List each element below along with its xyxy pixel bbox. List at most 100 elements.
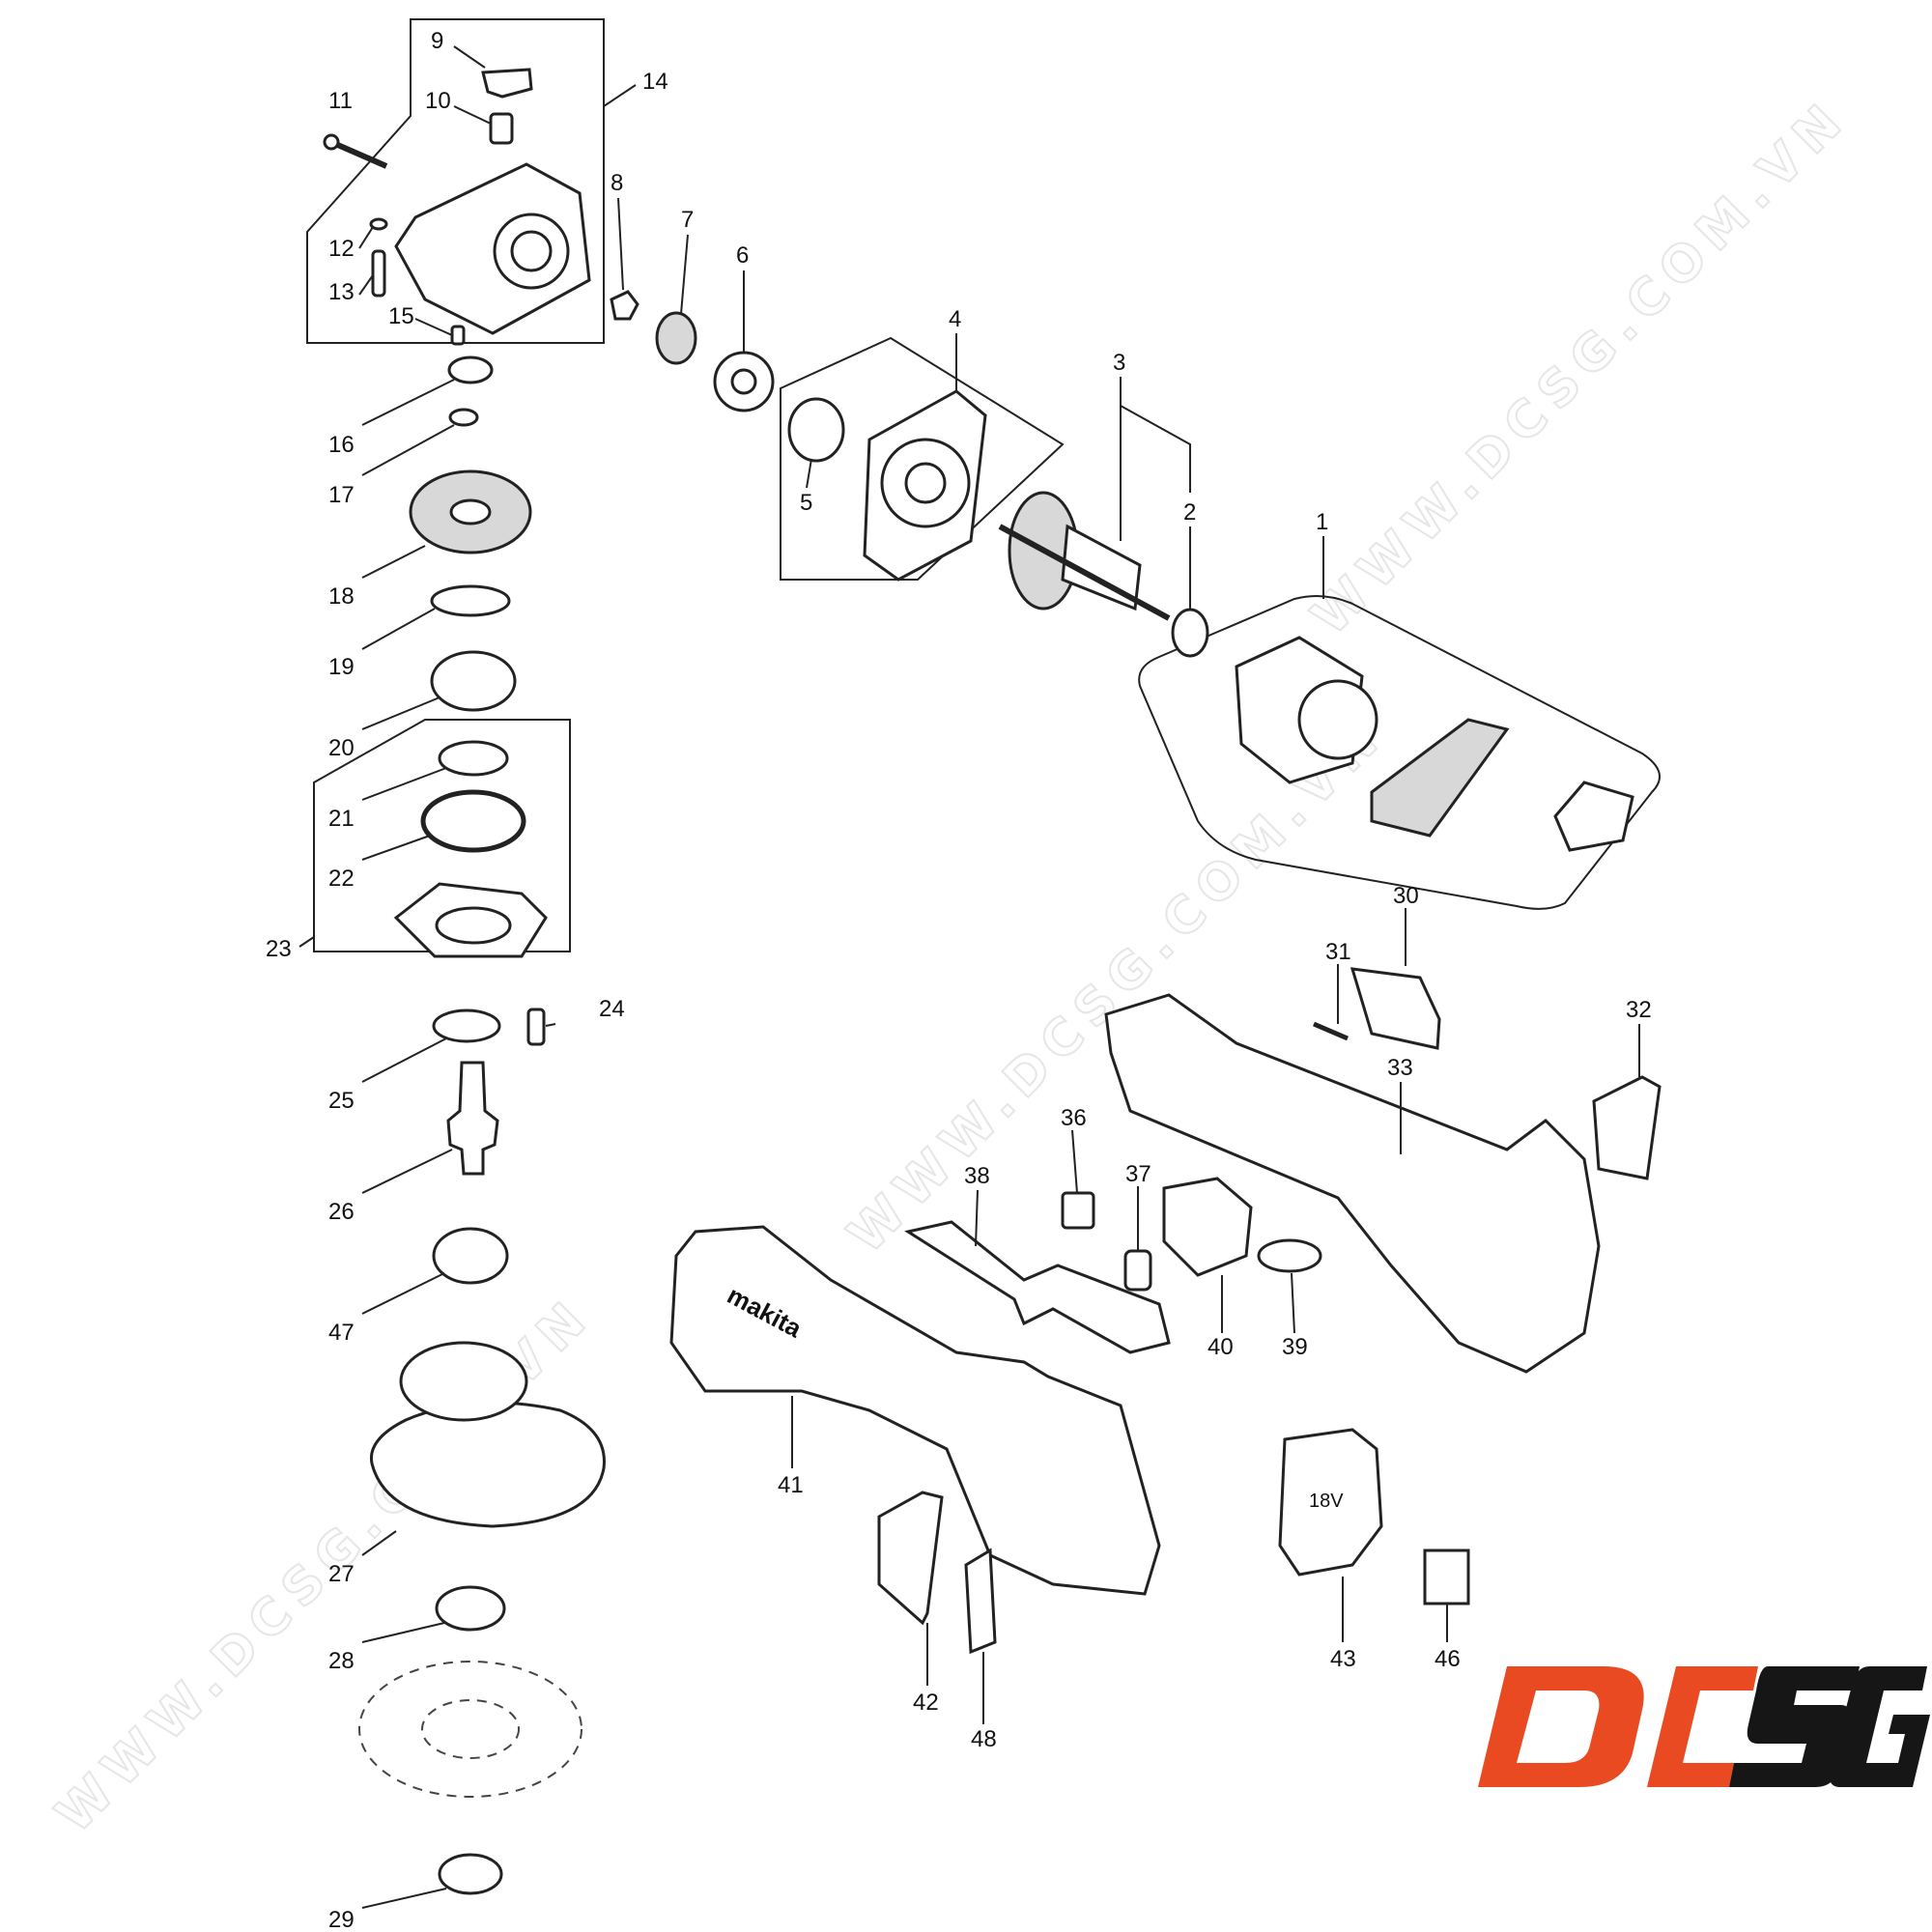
- leader: [361, 767, 447, 801]
- logo-letter-g: [1829, 1666, 1930, 1787]
- cover-30-part: [1350, 967, 1441, 1050]
- leader-lines: [298, 45, 1640, 1909]
- watermark-text: WWW.DCSG.COM.VN: [1301, 88, 1860, 646]
- callout-24: 24: [599, 996, 625, 1022]
- callout-30: 30: [1393, 883, 1419, 909]
- callout-4: 4: [949, 306, 961, 332]
- leader: [361, 1037, 447, 1083]
- stator-ring-part: [1297, 679, 1378, 760]
- callout-22: 22: [328, 866, 355, 892]
- spring-37-part: [1123, 1249, 1152, 1292]
- housing-right-part: [1104, 993, 1601, 1374]
- callout-40: 40: [1208, 1334, 1234, 1360]
- leader: [975, 1189, 979, 1247]
- callout-46: 46: [1435, 1646, 1461, 1672]
- callout-23: 23: [266, 936, 292, 962]
- inner-flange-part: [435, 1585, 506, 1632]
- leader: [1071, 1129, 1078, 1194]
- label-46-part: [1423, 1548, 1470, 1605]
- callout-25: 25: [328, 1088, 355, 1114]
- leader: [617, 197, 624, 291]
- callout-28: 28: [328, 1648, 355, 1674]
- bearing-box-center-inner: [904, 462, 947, 504]
- leader: [361, 545, 426, 579]
- callout-20: 20: [328, 735, 355, 761]
- battery-terminal-part: [1278, 1428, 1383, 1577]
- o-ring-22-part: [420, 789, 526, 853]
- callout-12: 12: [328, 236, 355, 262]
- callout-38: 38: [964, 1163, 990, 1189]
- gear-housing-part: [394, 162, 591, 335]
- leader: [603, 84, 637, 107]
- leader: [806, 458, 812, 489]
- group-box-23: [313, 719, 571, 952]
- logo-letter-s: [1729, 1666, 1860, 1787]
- lock-nut-part: [438, 1853, 503, 1895]
- callout-36: 36: [1061, 1105, 1087, 1131]
- battery-label-text: 18V: [1309, 1491, 1344, 1512]
- callout-labels: 1 2 3 4 5 6 7 8 9 10 11 12 13 14 15 16 1…: [266, 28, 1652, 1932]
- callout-19: 19: [328, 654, 355, 680]
- spring-part: [489, 112, 514, 145]
- callout-37: 37: [1125, 1161, 1151, 1187]
- callout-27: 27: [328, 1561, 355, 1587]
- leader: [1120, 405, 1191, 493]
- leader: [361, 379, 455, 426]
- leader: [361, 1530, 397, 1556]
- callout-2: 2: [1183, 499, 1196, 526]
- pinion-gear-part: [655, 311, 697, 365]
- wheel-guard-part: [369, 1401, 606, 1528]
- switch-part: [1162, 1177, 1253, 1277]
- callout-48: 48: [971, 1726, 997, 1752]
- switch-lever-part: [904, 1220, 1171, 1354]
- screw-part: [331, 140, 388, 169]
- housing-left-part: [669, 1225, 1161, 1596]
- callout-16: 16: [328, 432, 355, 458]
- nut-part: [610, 290, 639, 321]
- callout-10: 10: [425, 88, 451, 114]
- callout-3: 3: [1113, 350, 1125, 376]
- callout-17: 17: [328, 482, 355, 508]
- controller-part: [1370, 718, 1510, 838]
- leader: [361, 835, 431, 861]
- watermark-group: WWW.DCSG.COM.VN WWW.DCSG.COM.VN WWW.DCSG…: [44, 87, 1861, 1845]
- leader: [453, 105, 492, 125]
- callout-39: 39: [1282, 1334, 1308, 1360]
- callout-31: 31: [1325, 939, 1351, 965]
- bearing-box-23-bore: [435, 906, 512, 945]
- pin-small-part: [450, 325, 466, 346]
- group-box-4: [780, 336, 1065, 581]
- callout-9: 9: [431, 28, 443, 54]
- leader: [298, 936, 315, 948]
- callout-15: 15: [388, 303, 414, 329]
- callout-42: 42: [913, 1690, 939, 1716]
- callout-21: 21: [328, 806, 355, 832]
- terminal-part: [1061, 1191, 1095, 1230]
- screw-head-part: [323, 133, 340, 151]
- screw-24-part: [526, 1008, 546, 1046]
- callout-18: 18: [328, 583, 355, 610]
- washer-21-part: [438, 740, 509, 777]
- callout-14: 14: [642, 69, 668, 95]
- bearing-16-part: [447, 355, 494, 384]
- leader: [361, 424, 455, 476]
- leader: [361, 696, 440, 730]
- wheel-guard-clamp: [399, 1341, 528, 1422]
- gear-housing-bore-inner: [510, 230, 553, 272]
- o-ring-small-part: [369, 217, 388, 231]
- callout-5: 5: [800, 490, 812, 516]
- callout-8: 8: [611, 170, 623, 196]
- callout-1: 1: [1316, 509, 1328, 535]
- retaining-ring-17-part: [448, 408, 479, 427]
- leader: [361, 1622, 445, 1643]
- dcsg-logo: [1478, 1666, 1930, 1787]
- bearing-20-part: [430, 650, 517, 712]
- leader: [361, 1888, 447, 1909]
- callout-32: 32: [1626, 997, 1652, 1023]
- screw-31-part: [1313, 1021, 1349, 1041]
- labyrinth-ring-part: [432, 1227, 509, 1285]
- callout-29: 29: [328, 1907, 355, 1932]
- label-48-part: [964, 1548, 997, 1655]
- callout-7: 7: [681, 207, 694, 233]
